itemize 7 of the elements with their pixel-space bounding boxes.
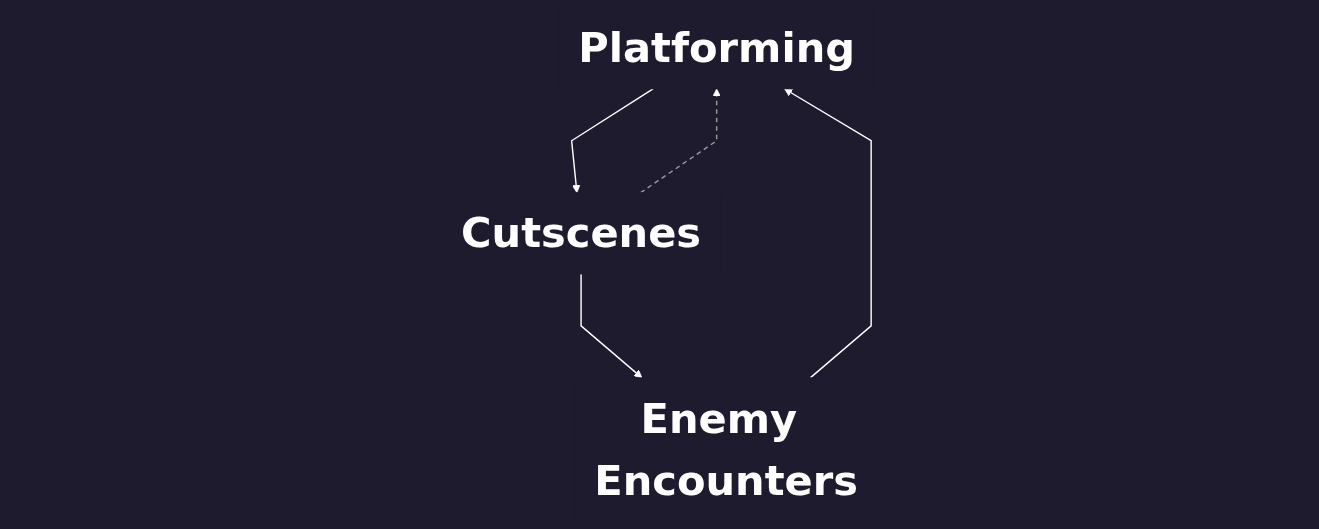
node-text: Cutscenes (461, 208, 702, 257)
node-text: Platforming (578, 23, 855, 72)
node-text: Enemy Encounters (594, 393, 858, 505)
arrow (580, 273, 643, 379)
arrow (639, 88, 721, 194)
arrow (784, 88, 872, 379)
arrow (570, 88, 654, 194)
